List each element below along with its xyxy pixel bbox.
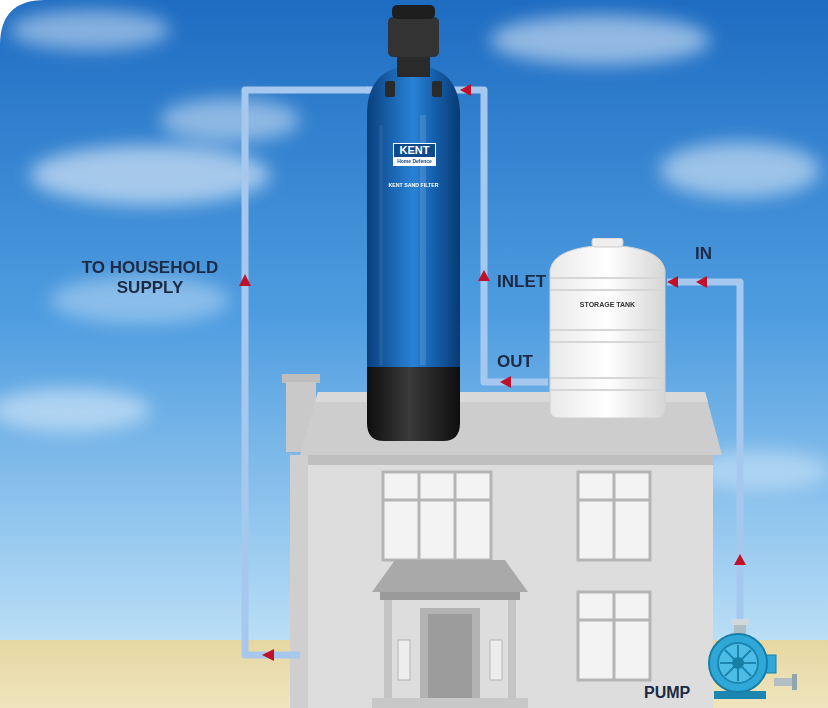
- filter-base: [367, 367, 460, 441]
- porch-post: [384, 600, 392, 700]
- tank-rib: [550, 289, 665, 291]
- cloud: [660, 142, 820, 198]
- pump-impeller: [718, 643, 758, 683]
- roof-shadow: [308, 455, 713, 465]
- house: [282, 374, 722, 708]
- pipe: [460, 90, 548, 382]
- pipe: [245, 90, 368, 655]
- window-bar: [418, 472, 421, 560]
- tank-rib: [550, 277, 665, 279]
- porch-beam: [380, 592, 520, 600]
- cloud: [30, 145, 270, 205]
- flow-arrow: [696, 276, 707, 288]
- supply-label: TO HOUSEHOLD SUPPLY: [62, 258, 238, 298]
- sand-filter-drawing: [367, 5, 460, 442]
- valve-port: [385, 81, 395, 97]
- filter-vessel: [367, 65, 460, 373]
- cloud: [490, 15, 710, 65]
- tank-lid: [592, 238, 623, 247]
- window: [578, 592, 650, 680]
- chimney-cap: [282, 374, 320, 383]
- pump-hub: [732, 657, 744, 669]
- valve-cap: [392, 5, 435, 19]
- flow-arrow: [239, 274, 251, 286]
- tank-rib: [550, 377, 665, 379]
- pipe-label: OUT: [497, 352, 557, 372]
- brand-name: KENT: [393, 143, 436, 157]
- arrow-head: [667, 276, 678, 288]
- tank-rib: [550, 341, 665, 343]
- window-bar: [613, 472, 616, 560]
- pump: PUMP: [700, 605, 800, 703]
- window-bar: [578, 619, 650, 622]
- pipe-label: INLET: [497, 272, 546, 292]
- tank-rib: [550, 389, 665, 391]
- clouds: [0, 10, 828, 490]
- pump-volute: [709, 634, 767, 692]
- window-bar: [613, 592, 616, 680]
- porch-window: [490, 640, 502, 680]
- tank-name: STORAGE TANK: [548, 300, 667, 310]
- product-name: KENT SAND FILTER: [367, 181, 460, 189]
- pump-flange: [731, 619, 749, 625]
- storage-tank: STORAGE TANK: [548, 238, 667, 418]
- porch-step: [372, 698, 528, 708]
- flow-arrow: [734, 554, 746, 565]
- sand-filter: KENTHome DefenceKENT SAND FILTER: [367, 5, 460, 442]
- storage-tank-drawing: [548, 238, 667, 418]
- impeller-vanes: [720, 645, 756, 681]
- tank-body: [550, 245, 665, 418]
- flow-arrow: [262, 649, 274, 661]
- window-bar: [454, 472, 457, 560]
- window: [383, 472, 491, 560]
- window: [578, 472, 650, 560]
- window-bar: [578, 499, 650, 502]
- pipe-connector: [460, 84, 548, 388]
- valve-port: [432, 81, 442, 97]
- window-bar: [383, 499, 491, 502]
- texture: [380, 125, 383, 365]
- valve-body: [388, 17, 439, 57]
- pipe: [667, 282, 740, 605]
- cloud: [160, 98, 300, 142]
- pipe-connector: [667, 276, 746, 605]
- pipe-label: IN: [695, 244, 712, 264]
- tank-rib: [550, 329, 665, 331]
- cloud: [0, 388, 150, 432]
- door-frame: [420, 608, 480, 700]
- flow-arrow: [478, 270, 490, 281]
- porch-window: [398, 640, 410, 680]
- arrow-head: [460, 84, 471, 96]
- door: [428, 614, 472, 700]
- pump-name: PUMP: [644, 684, 690, 702]
- pump-drawing: [700, 605, 800, 703]
- porch-roof: [372, 560, 528, 592]
- house-wall: [308, 455, 713, 708]
- brand-tagline: Home Defence: [393, 157, 436, 166]
- pump-outlet-flange: [792, 674, 797, 690]
- porch-post: [508, 600, 516, 700]
- household-pipe: [239, 90, 368, 661]
- cloud: [10, 10, 170, 50]
- flow-arrow: [500, 376, 511, 388]
- house-side: [290, 455, 310, 708]
